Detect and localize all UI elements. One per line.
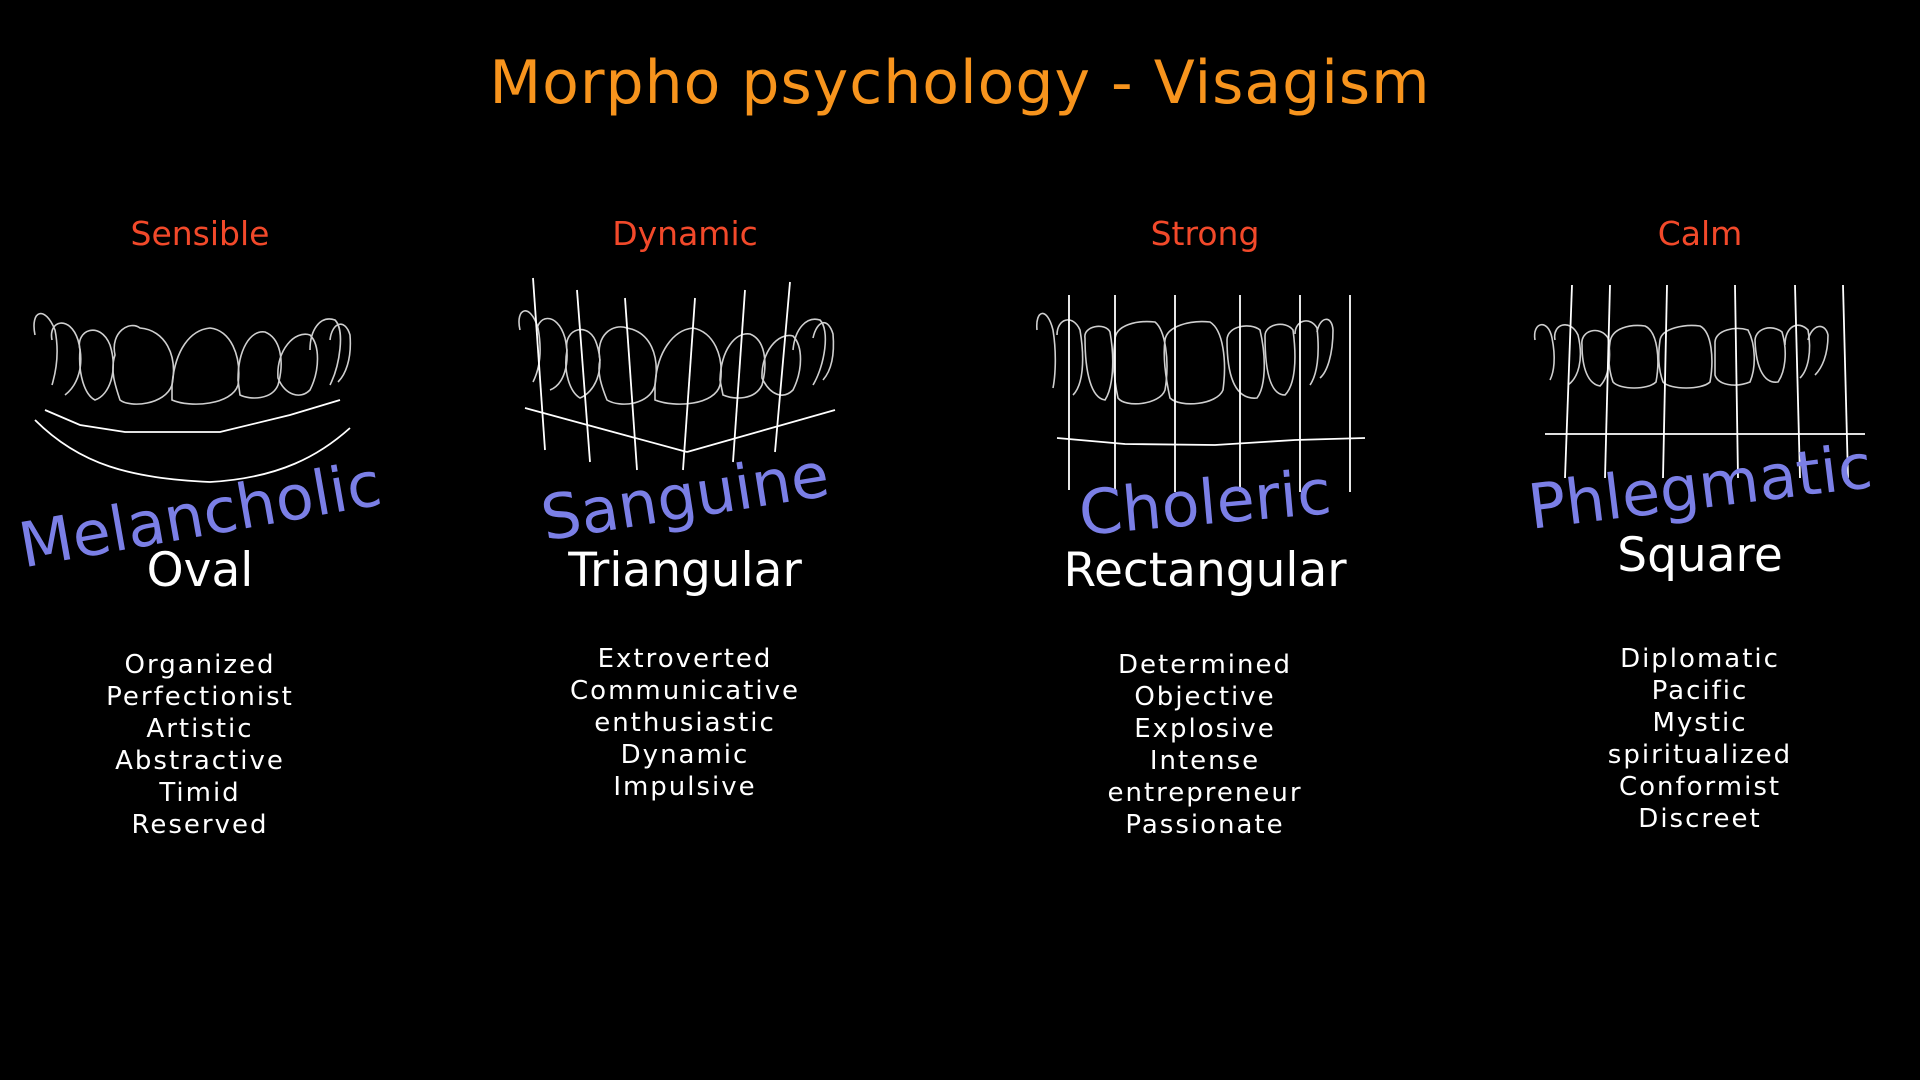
triangular-guide-lines [524, 277, 836, 471]
shape-label: Rectangular [1063, 543, 1347, 598]
trait-heading: Sensible [130, 214, 270, 253]
list-item: Diplomatic [1620, 644, 1780, 674]
list-item: Conformist [1618, 772, 1782, 802]
list-item: enthusiastic [594, 708, 776, 738]
list-item: Communicative [570, 676, 800, 706]
shape-label: Oval [146, 543, 254, 598]
rectangular-guide-lines [1056, 295, 1366, 492]
trait-list: Diplomatic Pacific Mystic spiritualized … [1460, 643, 1920, 835]
list-item: Timid [159, 778, 241, 808]
list-item: Explosive [1134, 714, 1276, 744]
list-item: Determined [1118, 650, 1292, 680]
square-teeth-illustration [1533, 284, 1865, 479]
triangular-teeth-illustration [518, 277, 836, 471]
rectangular-teeth-illustration [1036, 295, 1366, 492]
trait-list: Organized Perfectionist Artistic Abstrac… [0, 649, 440, 841]
list-item: Organized [124, 650, 276, 680]
teeth-outline [1036, 312, 1334, 405]
teeth-outline [1533, 323, 1829, 389]
teeth-outline [518, 310, 835, 405]
list-item: Reserved [131, 810, 269, 840]
list-item: Extroverted [597, 644, 773, 674]
list-item: Dynamic [620, 740, 750, 770]
list-item: entrepreneur [1107, 778, 1303, 808]
list-item: Impulsive [613, 772, 757, 802]
teeth-outline [33, 312, 352, 405]
list-item: Discreet [1638, 804, 1762, 834]
trait-heading: Dynamic [612, 214, 758, 253]
shape-label: Triangular [568, 543, 802, 598]
slide-title: Morpho psychology - Visagism [489, 48, 1431, 118]
list-item: Intense [1149, 746, 1261, 776]
list-item: Objective [1134, 682, 1276, 712]
column-square: Calm Phlegmati [1460, 0, 1920, 1080]
trait-heading: Calm [1657, 214, 1743, 253]
trait-heading: Strong [1150, 214, 1260, 253]
oval-guide-lines [34, 399, 351, 483]
square-guide-lines [1545, 284, 1865, 479]
list-item: Artistic [146, 714, 254, 744]
shape-label: Square [1617, 528, 1783, 583]
list-item: spiritualized [1607, 740, 1793, 770]
oval-teeth-illustration [33, 312, 352, 483]
trait-list: Determined Objective Explosive Intense e… [965, 649, 1445, 841]
list-item: Passionate [1125, 810, 1285, 840]
column-oval: Sensible Melancholic Oval Organized Pe [0, 0, 440, 1080]
list-item: Mystic [1652, 708, 1748, 738]
trait-list: Extroverted Communicative enthusiastic D… [445, 643, 925, 803]
column-triangular: Dynamic [445, 0, 925, 1080]
list-item: Abstractive [115, 746, 285, 776]
list-item: Pacific [1651, 676, 1749, 706]
column-rectangular: Strong Choleri [965, 0, 1445, 1080]
list-item: Perfectionist [106, 682, 294, 712]
